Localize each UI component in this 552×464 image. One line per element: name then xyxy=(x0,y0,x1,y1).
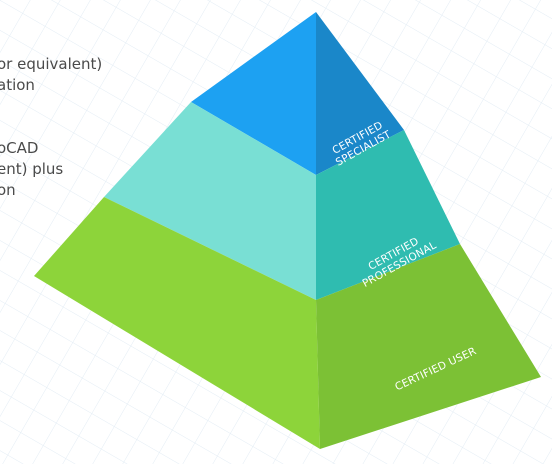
tier-user-side xyxy=(316,244,541,449)
tier-professional-front xyxy=(104,102,316,300)
tier-specialist-side xyxy=(316,12,404,175)
description-text-2-line3: on xyxy=(0,181,16,199)
description-text-2-line2: ent) plus xyxy=(0,160,64,178)
tier-professional xyxy=(104,102,460,300)
tier-user-front xyxy=(34,197,320,449)
tier-specialist xyxy=(191,12,404,175)
description-text-1-line2: ation xyxy=(0,76,35,94)
description-text-1-line1: or equivalent) xyxy=(0,55,103,73)
description-text-2-line1: oCAD xyxy=(0,139,39,157)
description-text-1: or equivalent) ation xyxy=(0,54,102,96)
description-text-2: oCAD ent) plus on xyxy=(0,138,63,201)
tier-user xyxy=(34,197,541,449)
tier-specialist-front xyxy=(191,12,316,175)
tier-professional-side xyxy=(316,130,460,300)
